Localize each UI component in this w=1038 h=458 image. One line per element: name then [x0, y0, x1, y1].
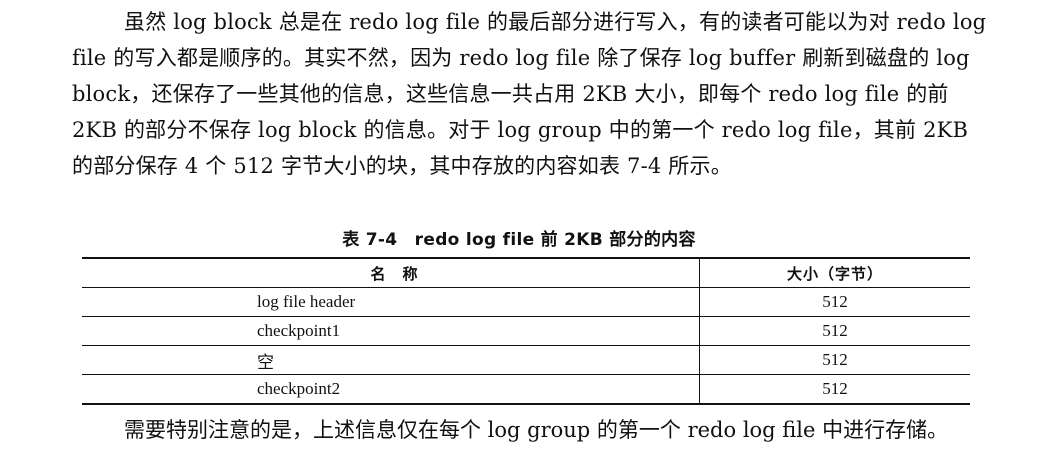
table-header-row: 名 称 大小（字节） [82, 258, 970, 288]
cell-size: 512 [822, 292, 848, 311]
cell-size: 512 [822, 379, 848, 398]
cell-size: 512 [822, 350, 848, 369]
body-paragraph-2: 需要特别注意的是，上述信息仅在每个 log group 的第一个 redo lo… [124, 418, 949, 442]
table-row: 空 512 [82, 345, 970, 375]
cell-name: checkpoint1 [82, 316, 700, 346]
cell-size: 512 [822, 321, 848, 340]
cell-name: checkpoint2 [82, 374, 700, 404]
content-table: 名 称 大小（字节） log file header 512 checkpoin… [82, 257, 970, 405]
table-row: checkpoint2 512 [82, 374, 970, 404]
cell-name: 空 [82, 345, 700, 375]
table-row: log file header 512 [82, 287, 970, 317]
header-size: 大小（字节） [786, 264, 883, 283]
cell-name: log file header [82, 287, 700, 317]
header-name: 名 称 [82, 258, 700, 288]
body-paragraph-1: 虽然 log block 总是在 redo log file 的最后部分进行写入… [72, 10, 987, 178]
table-caption: 表 7-4 redo log file 前 2KB 部分的内容 [342, 230, 696, 250]
table-row: checkpoint1 512 [82, 316, 970, 346]
